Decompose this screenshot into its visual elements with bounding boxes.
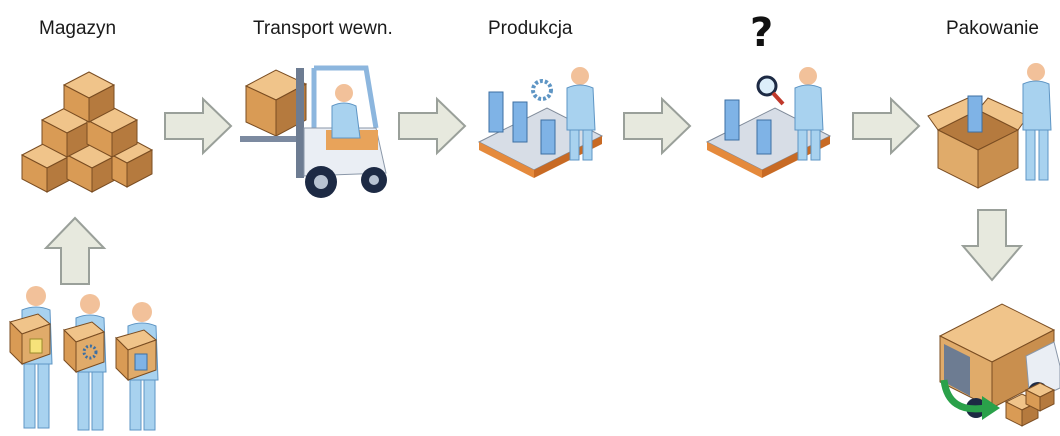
stacked-boxes-icon (20, 71, 154, 193)
stage-label-transport: Transport wewn. (253, 18, 393, 39)
flow-arrow-up-icon (43, 216, 107, 285)
delivery-truck-icon (938, 303, 1060, 427)
stage-label-produkcja: Produkcja (488, 18, 573, 39)
flow-arrow-right-icon (852, 96, 921, 156)
suppliers-with-boxes-icon (9, 286, 159, 431)
production-conveyor-icon (477, 67, 604, 178)
flow-arrow-right-icon (398, 96, 467, 156)
unknown-stage-question-mark: ? (750, 10, 774, 56)
quality-inspection-icon (705, 67, 832, 178)
flow-arrow-down-icon (960, 209, 1024, 282)
flow-arrow-right-icon (623, 96, 692, 156)
packing-box-icon (927, 63, 1052, 189)
forklift-icon (240, 65, 387, 198)
stage-label-magazyn: Magazyn (39, 18, 117, 39)
flow-arrow-right-icon (164, 96, 233, 156)
stage-label-pakowanie: Pakowanie (946, 18, 1039, 39)
